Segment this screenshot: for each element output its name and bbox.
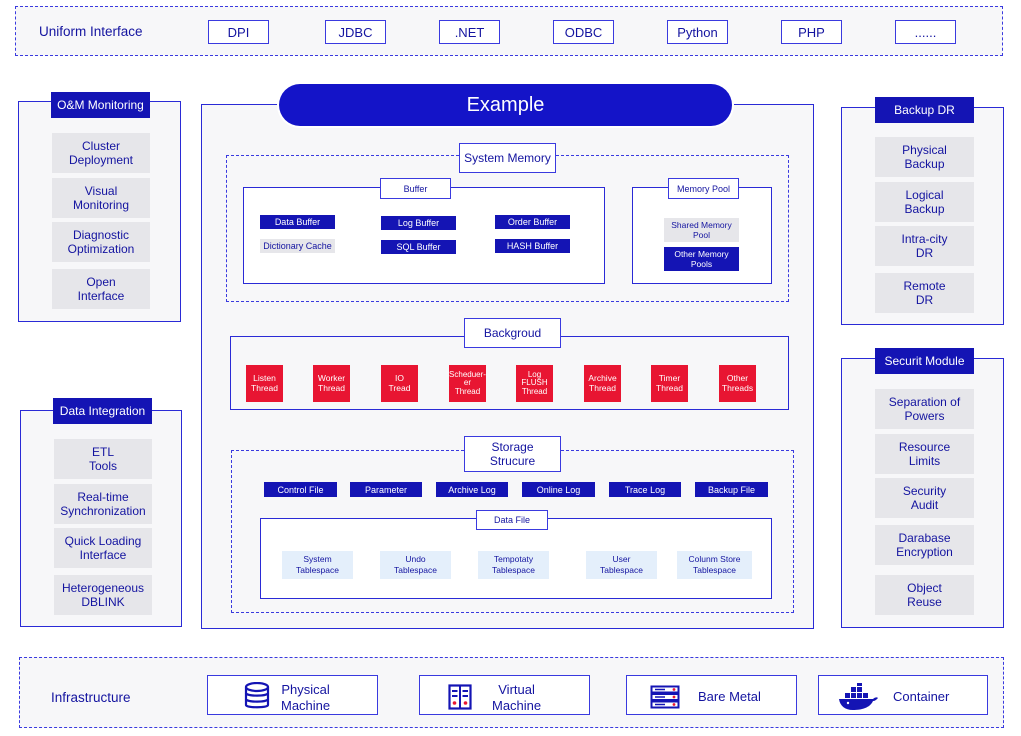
backup-item-physical: Physical Backup [875,137,974,177]
database-icon [243,682,271,710]
tablespace-undo: Undo Tablespace [380,551,451,579]
memory-pool-title: Memory Pool [668,178,739,199]
backup-dr-title: Backup DR [875,97,974,123]
file-backup: Backup File [695,482,768,497]
shared-memory-pool: Shared Memory Pool [664,218,739,242]
om-item-cluster-deployment: Cluster Deployment [52,133,150,173]
infra-virtual-machine-label: Virtual Machine [492,682,542,713]
om-item-open-interface: Open Interface [52,269,150,309]
file-parameter: Parameter [350,482,422,497]
storage-title: Storage Strucure [464,436,561,472]
hash-buffer: HASH Buffer [495,239,570,253]
security-module-title: Securit Module [875,348,974,374]
infra-virtual-machine: Virtual Machine [419,675,590,715]
sql-buffer: SQL Buffer [381,240,456,254]
thread-timer: Timer Thread [651,365,688,402]
infra-bare-metal-label: Bare Metal [698,689,761,704]
di-item-heterogeneous-dblink: Heterogeneous DBLINK [54,575,152,615]
thread-archive: Archive Thread [584,365,621,402]
background-title: Backgroud [464,318,561,348]
file-control: Control File [264,482,337,497]
docker-whale-icon [836,682,880,712]
backup-item-remote-dr: Remote DR [875,273,974,313]
infra-container: Container [818,675,988,715]
interface-dotnet: .NET [439,20,500,44]
interface-odbc: ODBC [553,20,614,44]
data-buffer: Data Buffer [260,215,335,229]
tablespace-user: User Tablespace [586,551,657,579]
om-item-visual-monitoring: Visual Monitoring [52,178,150,218]
uniform-interface-title: Uniform Interface [39,24,143,39]
example-title: Example [279,84,732,126]
log-buffer: Log Buffer [381,216,456,230]
thread-listen: Listen Thread [246,365,283,402]
backup-item-logical: Logical Backup [875,182,974,222]
security-item-resource-limits: Resource Limits [875,434,974,474]
data-file-title: Data File [476,510,548,530]
data-integration-title: Data Integration [53,398,152,424]
system-memory-title: System Memory [459,143,556,173]
interface-php: PHP [781,20,842,44]
file-online-log: Online Log [522,482,595,497]
security-item-separation-of-powers: Separation of Powers [875,389,974,429]
security-item-object-reuse: Object Reuse [875,575,974,615]
virtual-machine-icon [446,683,474,711]
om-item-diagnostic-optimization: Diagnostic Optimization [52,222,150,262]
security-item-database-encryption: Darabase Encryption [875,525,974,565]
interface-more: ...... [895,20,956,44]
interface-dpi: DPI [208,20,269,44]
thread-log-flush: Log FLUSH Thread [516,365,553,402]
infrastructure-title: Infrastructure [51,690,131,705]
server-rack-icon [649,683,681,711]
di-item-quick-loading: Quick Loading Interface [54,528,152,568]
tablespace-system: System Tablespace [282,551,353,579]
interface-python: Python [667,20,728,44]
infra-bare-metal: Bare Metal [626,675,797,715]
thread-other: Other Threads [719,365,756,402]
di-item-etl-tools: ETL Tools [54,439,152,479]
other-memory-pools: Other Memory Pools [664,247,739,271]
tablespace-temporary: Tempotaty Tablespace [478,551,549,579]
thread-worker: Worker Thread [313,365,350,402]
dictionary-cache: Dictionary Cache [260,239,335,253]
interface-jdbc: JDBC [325,20,386,44]
file-archive-log: Archive Log [436,482,508,497]
security-item-security-audit: Security Audit [875,478,974,518]
backup-item-intracity-dr: Intra-city DR [875,226,974,266]
di-item-realtime-sync: Real-time Synchronization [54,484,152,524]
order-buffer: Order Buffer [495,215,570,229]
infra-physical-machine: Physical Machine [207,675,378,715]
thread-io: IO Tread [381,365,418,402]
buffer-panel [243,187,605,284]
om-monitoring-title: O&M Monitoring [51,92,150,118]
infra-container-label: Container [893,689,950,704]
tablespace-column-store: Colunm Store Tablespace [677,551,752,579]
thread-scheduler: Scheduer- er Thread [449,365,486,402]
infra-physical-machine-label: Physical Machine [281,682,331,713]
uniform-interface-panel [15,6,1003,56]
buffer-title: Buffer [380,178,451,199]
file-trace-log: Trace Log [609,482,681,497]
